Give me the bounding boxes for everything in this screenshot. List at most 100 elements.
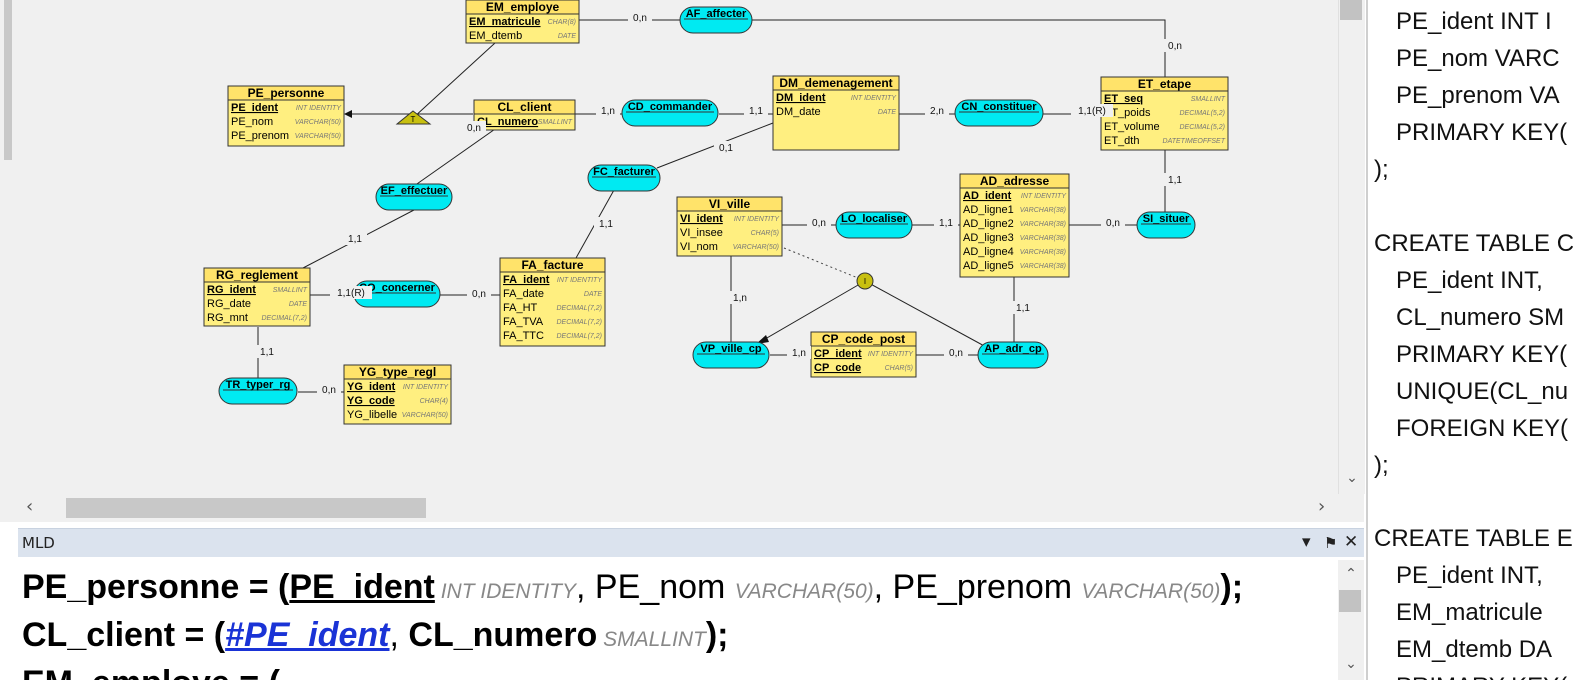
mld-scroll-thumb[interactable] (1339, 590, 1361, 612)
sql-line: PE_ident INT I (1396, 8, 1552, 35)
relation-title: TR_typer_rg (226, 379, 291, 391)
attribute-name: FA_TTC (503, 330, 544, 342)
entity-body (499, 257, 606, 347)
cardinality-label: 1,1 (1168, 175, 1182, 186)
cardinality-bg (343, 232, 367, 245)
relation-TR_typer_rg[interactable]: TR_typer_rg (218, 377, 298, 405)
cardinality-bg (596, 104, 620, 117)
mld-scroll-up-arrow-icon[interactable]: ⌃ (1345, 566, 1357, 582)
entity-title: FA_facture (521, 258, 583, 272)
relation-CD_commander[interactable]: CD_commander (621, 99, 719, 127)
cardinality-label: 0,n (1106, 218, 1120, 229)
mld-segment[interactable]: #PE_ident (225, 616, 390, 654)
relation-VP_ville_cp[interactable]: VP_ville_cp (692, 341, 770, 369)
attribute-name: VI_ident (680, 213, 723, 225)
mld-segment: INT IDENTITY (434, 580, 577, 603)
sql-line: EM_matricule (1396, 599, 1543, 626)
link-line-1 (752, 19, 1166, 77)
mld-line: PE_personne = (PE_ident INT IDENTITY, PE… (22, 568, 1243, 607)
relation-CN_constituer[interactable]: CN_constituer (954, 99, 1044, 127)
dropdown-arrow-icon[interactable]: ▾ (1302, 532, 1311, 552)
close-icon[interactable]: ✕ (1344, 532, 1359, 552)
attribute-name: CP_ident (814, 348, 862, 360)
attribute-name: RG_mnt (207, 312, 248, 324)
relation-FC_facturer[interactable]: FC_facturer (587, 164, 661, 192)
canvas-vertical-scroll-thumb[interactable] (1340, 0, 1362, 20)
dotted-link-line (783, 247, 859, 279)
relation-EF_effectuer[interactable]: EF_effectuer (375, 183, 453, 211)
entity-title: ET_etape (1138, 77, 1192, 91)
canvas-horizontal-scrollbar[interactable]: ‹ › (18, 494, 1338, 522)
cardinality-label: 1,1(R) (1078, 106, 1106, 117)
attribute-type: CHAR(4) (420, 398, 448, 405)
cardinality-label: 1,1 (749, 106, 763, 117)
cardinality-label: 0,n (949, 348, 963, 359)
mld-segment: SMALLINT (597, 628, 706, 651)
left-scroll-strip[interactable] (0, 0, 19, 522)
relation-LO_localiser[interactable]: LO_localiser (835, 211, 913, 239)
canvas-vertical-scrollbar[interactable]: ⌄ (1338, 0, 1365, 494)
mld-segment: VARCHAR(50) (734, 580, 874, 603)
mld-scroll-down-arrow-icon[interactable]: ⌄ (1345, 656, 1357, 672)
canvas-horizontal-scroll-thumb[interactable] (66, 498, 426, 518)
mld-vertical-scrollbar[interactable]: ⌃ ⌄ (1338, 560, 1364, 680)
attribute-type: INT IDENTITY (557, 277, 603, 284)
relation-title: FC_facturer (593, 166, 655, 178)
left-scroll-thumb[interactable] (4, 0, 12, 160)
relation-shape (587, 164, 661, 192)
link-line-14 (864, 280, 989, 349)
attribute-type: VARCHAR(38) (1020, 249, 1066, 256)
relation-AF_affecter[interactable]: AF_affecter (679, 6, 753, 34)
cardinality-bg (925, 104, 949, 117)
cardinality-label: 1,1 (348, 234, 362, 245)
relation-shape (218, 377, 298, 405)
entity-title: RG_reglement (216, 268, 298, 282)
scroll-down-arrow-icon[interactable]: ⌄ (1346, 470, 1358, 486)
mld-segment: ); (1220, 568, 1244, 606)
attribute-name: FA_HT (503, 302, 538, 314)
cardinality-bg (1071, 104, 1113, 117)
attribute-type: DATE (878, 109, 896, 116)
relation-title: CD_commander (628, 101, 713, 113)
sql-line: PE_nom VARC (1396, 45, 1560, 72)
mld-text-area[interactable]: PE_personne = (PE_ident INT IDENTITY, PE… (18, 560, 1338, 680)
attribute-name: FA_ident (503, 274, 550, 286)
relation-AP_adr_cp[interactable]: AP_adr_cp (977, 341, 1049, 369)
attribute-name: CP_code (814, 362, 861, 374)
entity-body (959, 173, 1070, 278)
entity-title: CL_client (497, 100, 551, 114)
attribute-name: YG_ident (347, 381, 396, 393)
cardinality-bg (944, 346, 968, 359)
cardinality-bg (728, 291, 752, 304)
cardinality-bg (467, 287, 491, 300)
inheritance-triangle[interactable]: T (395, 110, 432, 125)
scroll-right-arrow-icon[interactable]: › (1318, 496, 1326, 517)
attribute-type: INT IDENTITY (868, 351, 914, 358)
scroll-left-arrow-icon[interactable]: ‹ (26, 496, 34, 517)
attribute-name: AD_ligne1 (963, 204, 1014, 216)
arrow-head-icon (344, 110, 352, 118)
attribute-name: FA_date (503, 288, 544, 300)
cardinality-bg (714, 141, 738, 154)
inheritance-circle[interactable]: I (856, 272, 874, 290)
relation-title: CN_constituer (961, 101, 1037, 113)
pin-icon[interactable]: ⚑ (1324, 534, 1338, 552)
cardinality-label: 1,1 (939, 218, 953, 229)
relation-SI_situer[interactable]: SI_situer (1136, 211, 1196, 239)
attribute-type: VARCHAR(50) (733, 244, 779, 251)
attribute-type: DECIMAL(7,2) (556, 305, 602, 312)
cardinality-label: 0,n (467, 123, 481, 134)
